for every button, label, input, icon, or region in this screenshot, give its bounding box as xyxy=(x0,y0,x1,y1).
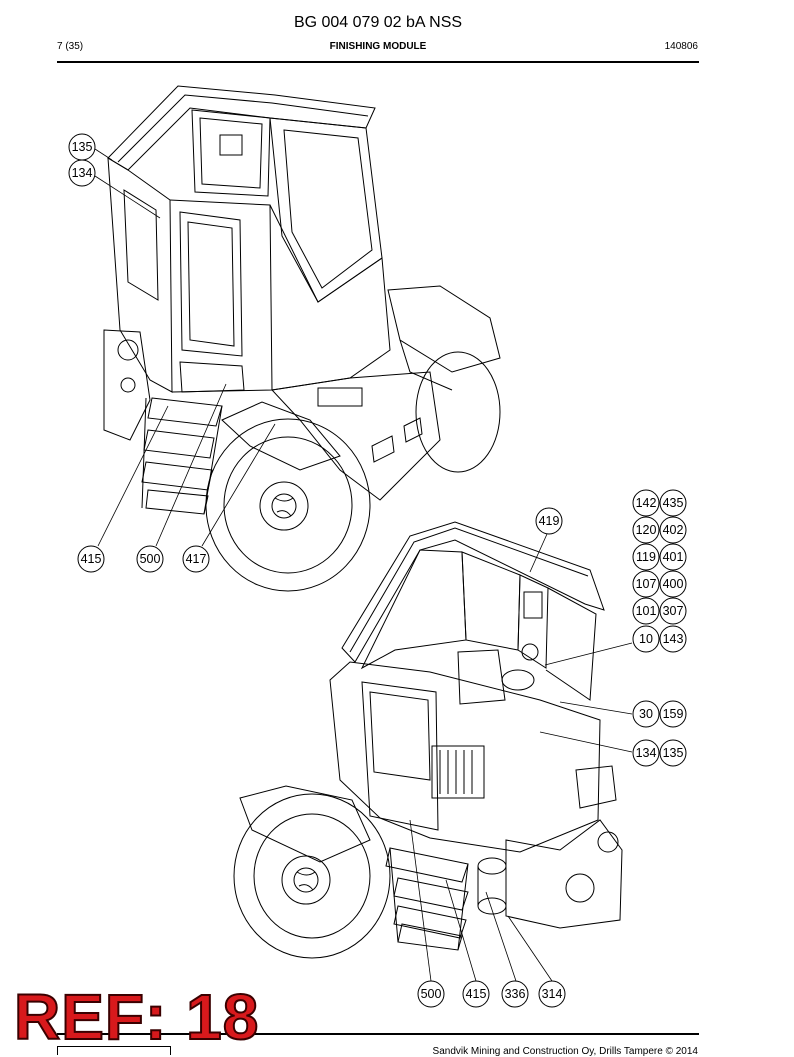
svg-text:415: 415 xyxy=(466,987,487,1001)
callout-142: 142 xyxy=(632,489,660,517)
callout-401: 401 xyxy=(659,543,687,571)
document-title: BG 004 079 02 bA NSS xyxy=(293,14,463,31)
callout-415-upper: 415 xyxy=(77,545,105,573)
callout-500-upper: 500 xyxy=(136,545,164,573)
callout-134-lower: 134 xyxy=(632,739,660,767)
svg-text:134: 134 xyxy=(636,746,657,760)
callout-435: 435 xyxy=(659,489,687,517)
svg-text:314: 314 xyxy=(542,987,563,1001)
callout-500-lower: 500 xyxy=(417,980,445,1008)
cabin-drawing-lower xyxy=(233,521,623,959)
svg-text:417: 417 xyxy=(186,552,207,566)
svg-text:10: 10 xyxy=(639,632,653,646)
section-title: FINISHING MODULE xyxy=(329,41,427,52)
svg-text:500: 500 xyxy=(421,987,442,1001)
svg-text:101: 101 xyxy=(636,604,657,618)
callout-119: 119 xyxy=(632,543,660,571)
svg-text:336: 336 xyxy=(505,987,526,1001)
svg-text:135: 135 xyxy=(663,746,684,760)
callout-143: 143 xyxy=(659,625,687,653)
svg-text:119: 119 xyxy=(636,550,656,564)
svg-text:107: 107 xyxy=(636,577,657,591)
callout-101: 101 xyxy=(632,597,660,625)
callout-336: 336 xyxy=(501,980,529,1008)
svg-text:159: 159 xyxy=(663,707,684,721)
svg-text:134: 134 xyxy=(72,166,93,180)
document-code: 140806 xyxy=(664,41,698,52)
callout-135-lower: 135 xyxy=(659,739,687,767)
callout-307: 307 xyxy=(659,597,687,625)
callout-120: 120 xyxy=(632,516,660,544)
brand-logo-fragment xyxy=(57,1046,171,1055)
callout-400: 400 xyxy=(659,570,687,598)
svg-text:120: 120 xyxy=(636,523,657,537)
callout-314: 314 xyxy=(538,980,566,1008)
leader-lines xyxy=(94,148,633,982)
callout-balloons: 135 134 415 500 417 419 142 435 120 402 … xyxy=(68,133,687,1008)
callout-135-upper: 135 xyxy=(68,133,96,161)
callout-402: 402 xyxy=(659,516,687,544)
callout-30: 30 xyxy=(632,700,660,728)
callout-419: 419 xyxy=(535,507,563,535)
callout-10: 10 xyxy=(632,625,660,653)
svg-text:307: 307 xyxy=(663,604,684,618)
svg-text:419: 419 xyxy=(539,514,560,528)
footer-rule xyxy=(57,1033,699,1035)
header-rule xyxy=(57,61,699,63)
cabin-drawing-upper xyxy=(103,85,501,592)
svg-text:415: 415 xyxy=(81,552,102,566)
page-number: 7 (35) xyxy=(57,41,84,52)
svg-text:30: 30 xyxy=(639,707,653,721)
callout-159: 159 xyxy=(659,700,687,728)
svg-text:135: 135 xyxy=(72,140,93,154)
callout-134-upper: 134 xyxy=(68,159,96,187)
callout-417: 417 xyxy=(182,545,210,573)
callout-415-lower: 415 xyxy=(462,980,490,1008)
svg-text:400: 400 xyxy=(663,577,684,591)
svg-text:500: 500 xyxy=(140,552,161,566)
svg-text:143: 143 xyxy=(663,632,684,646)
svg-text:435: 435 xyxy=(663,496,684,510)
svg-text:402: 402 xyxy=(663,523,684,537)
ref-overlay-label: REF: 18 xyxy=(13,981,260,1053)
svg-text:401: 401 xyxy=(663,550,684,564)
callout-107: 107 xyxy=(632,570,660,598)
svg-text:142: 142 xyxy=(636,496,657,510)
copyright-footer: Sandvik Mining and Construction Oy, Dril… xyxy=(432,1046,698,1057)
